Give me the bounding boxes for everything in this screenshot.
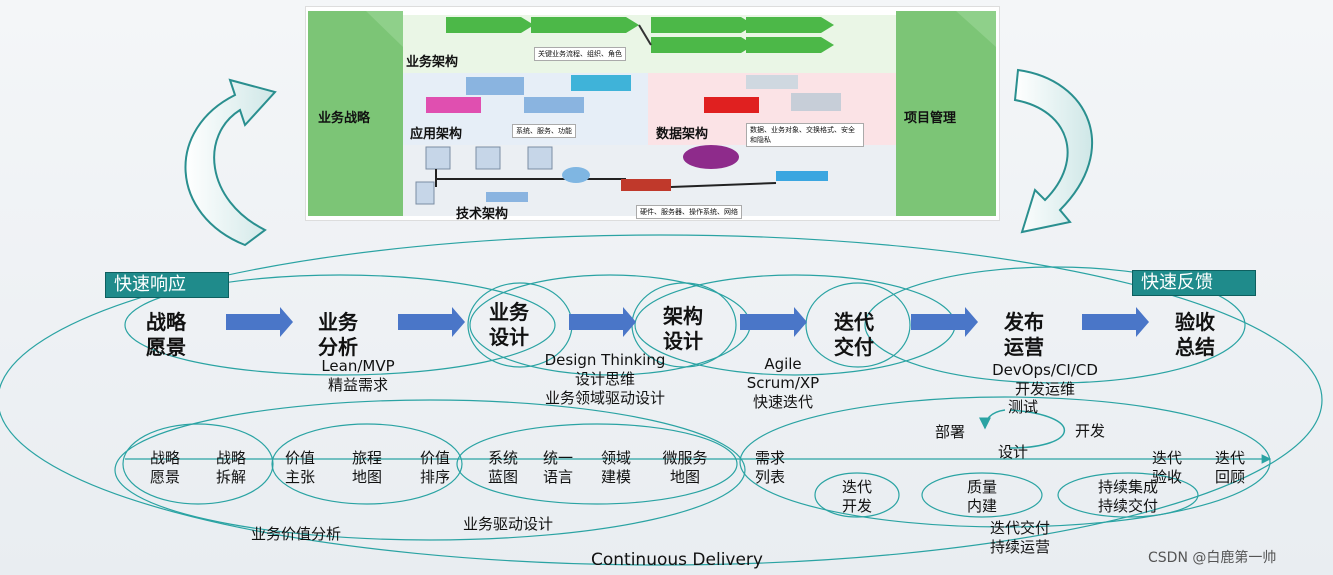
data-arch-label: 数据架构 (656, 127, 709, 142)
tech-arch-note: 硬件、服务器、操作系统、网络 (636, 205, 742, 219)
left-cycle-arrow (184, 78, 277, 247)
stage-title-5: 迭代 交付 (834, 310, 874, 359)
stage-title-6: 发布 运营 (1004, 310, 1044, 359)
domain-design-label: 业务驱动设计 (462, 515, 553, 533)
iter-delivery-ops: 迭代交付 持续运营 (989, 519, 1050, 556)
dd-item-3: 领域 建模 (600, 449, 631, 486)
stage-title-3: 业务 设计 (489, 300, 529, 349)
va-item-5: 价值 排序 (419, 449, 450, 486)
quality-built-in: 质量 内建 (966, 478, 997, 515)
iter-acceptance: 迭代 验收 (1151, 449, 1182, 486)
architecture-image: 业务战略 项目管理 业务架构 关键业务流程、组织、角色 应用架构 系统、服务、功… (305, 6, 1000, 221)
iter-review: 迭代 回顾 (1214, 449, 1245, 486)
continuous-delivery-label: Continuous Delivery (591, 550, 763, 570)
app-arch-note: 系统、服务、功能 (512, 124, 576, 138)
stage-sub-6: DevOps/CI/CD 开发运维 (992, 361, 1098, 398)
stage-title-1: 战略 愿景 (146, 310, 186, 359)
fast-feedback-tag: 快速反馈 (1132, 270, 1256, 296)
dd-item-4: 微服务 地图 (662, 449, 708, 486)
value-analysis-label: 业务价值分析 (250, 525, 341, 543)
ci-cd: 持续集成 持续交付 (1097, 478, 1158, 515)
watermark: CSDN @白鹿第一帅 (1148, 550, 1277, 566)
business-arch-note: 关键业务流程、组织、角色 (534, 47, 626, 61)
business-strategy-label: 业务战略 (318, 111, 371, 126)
cycle-dev: 开发 (1074, 422, 1105, 440)
backlog-label: 需求 列表 (754, 449, 785, 486)
right-cycle-arrow (1013, 68, 1094, 234)
data-arch-note: 数据、业务对象、交换格式、安全和隐私 (746, 123, 864, 147)
cycle-deploy: 部署 (934, 423, 965, 441)
stage-arrow-2 (398, 307, 465, 337)
project-management-label: 项目管理 (904, 111, 957, 126)
outer-ellipse (0, 234, 1323, 566)
stage-title-2: 业务 分析 (318, 310, 358, 359)
iter-dev: 迭代 开发 (841, 478, 872, 515)
tech-arch-label: 技术架构 (456, 207, 509, 221)
stage-sub-5: Agile Scrum/XP 快速迭代 (746, 355, 820, 411)
business-arch-label: 业务架构 (406, 55, 459, 70)
stage-sub-2: Lean/MVP 精益需求 (321, 357, 395, 394)
va-item-3: 价值 主张 (284, 449, 315, 486)
va-item-1: 战略 愿景 (149, 449, 180, 486)
app-arch-label: 应用架构 (410, 127, 463, 142)
stage-sub-3: Design Thinking 设计思维 业务领域驱动设计 (544, 351, 666, 407)
stage-title-4: 架构 设计 (663, 304, 703, 353)
cycle-design: 设计 (997, 443, 1028, 461)
stage-arrow-6 (1082, 307, 1149, 337)
architecture-layers (308, 11, 996, 216)
va-item-2: 战略 拆解 (215, 449, 246, 486)
stage-arrow-1 (226, 307, 293, 337)
stage-arrow-5 (911, 307, 978, 337)
cycle-test: 测试 (1007, 398, 1038, 416)
stage-arrow-3 (569, 307, 636, 337)
dd-item-1: 系统 蓝图 (487, 449, 518, 486)
fast-response-tag: 快速响应 (105, 272, 229, 298)
dd-item-2: 统一 语言 (542, 449, 573, 486)
va-item-4: 旅程 地图 (351, 449, 382, 486)
stage-arrow-4 (740, 307, 807, 337)
stage-title-7: 验收 总结 (1175, 310, 1215, 359)
